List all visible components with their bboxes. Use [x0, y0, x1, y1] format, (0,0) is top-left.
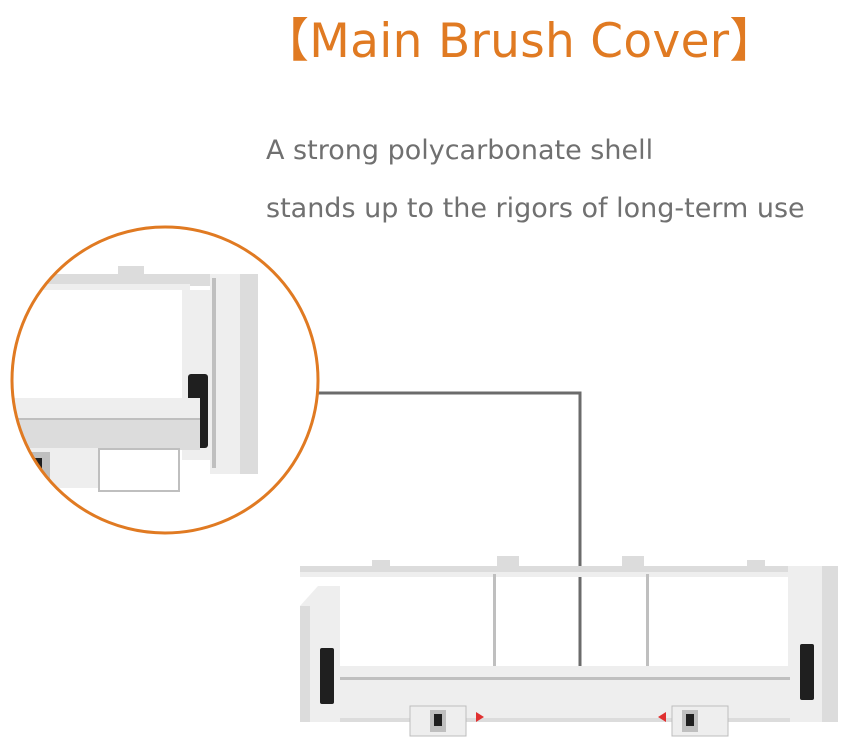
page-title: 【Main Brush Cover】	[262, 14, 777, 69]
callout-line	[318, 391, 582, 700]
zoom-circle	[10, 225, 320, 535]
brush-cover	[300, 556, 838, 737]
description-line-2: stands up to the rigors of long-term use	[266, 193, 805, 224]
description-line-1: A strong polycarbonate shell	[266, 135, 654, 166]
zoom-detail-view	[12, 227, 318, 533]
